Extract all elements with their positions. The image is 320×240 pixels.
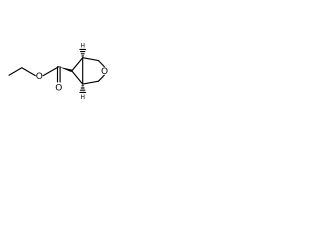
ester-oxygen-label: O [36, 72, 43, 82]
bond-o3-c4 [97, 74, 105, 82]
bond-c1-c2 [82, 57, 100, 62]
lower-bridgehead-h-label: H [80, 94, 85, 101]
ring-oxygen-label: O [101, 67, 108, 77]
bond-c6-c5 [71, 70, 84, 85]
hash-bond-upper-h [79, 48, 87, 57]
bond-o-carbonyl [42, 66, 60, 77]
bond-c6-c1 [71, 57, 84, 72]
bond-c2-o3 [97, 60, 105, 68]
wedge-bond-c6-carbonyl [58, 66, 73, 72]
carbonyl-oxygen-label: O [55, 84, 62, 94]
bond-ch2-o [21, 67, 36, 77]
molecule-diagram: O O O H H [0, 0, 152, 152]
structure-canvas: O O O H H [8, 43, 108, 101]
bond-ch3-ch2 [8, 67, 23, 76]
hash-bond-lower-h [79, 85, 87, 93]
upper-bridgehead-h-label: H [80, 43, 85, 50]
bond-c4-c5 [82, 80, 100, 85]
